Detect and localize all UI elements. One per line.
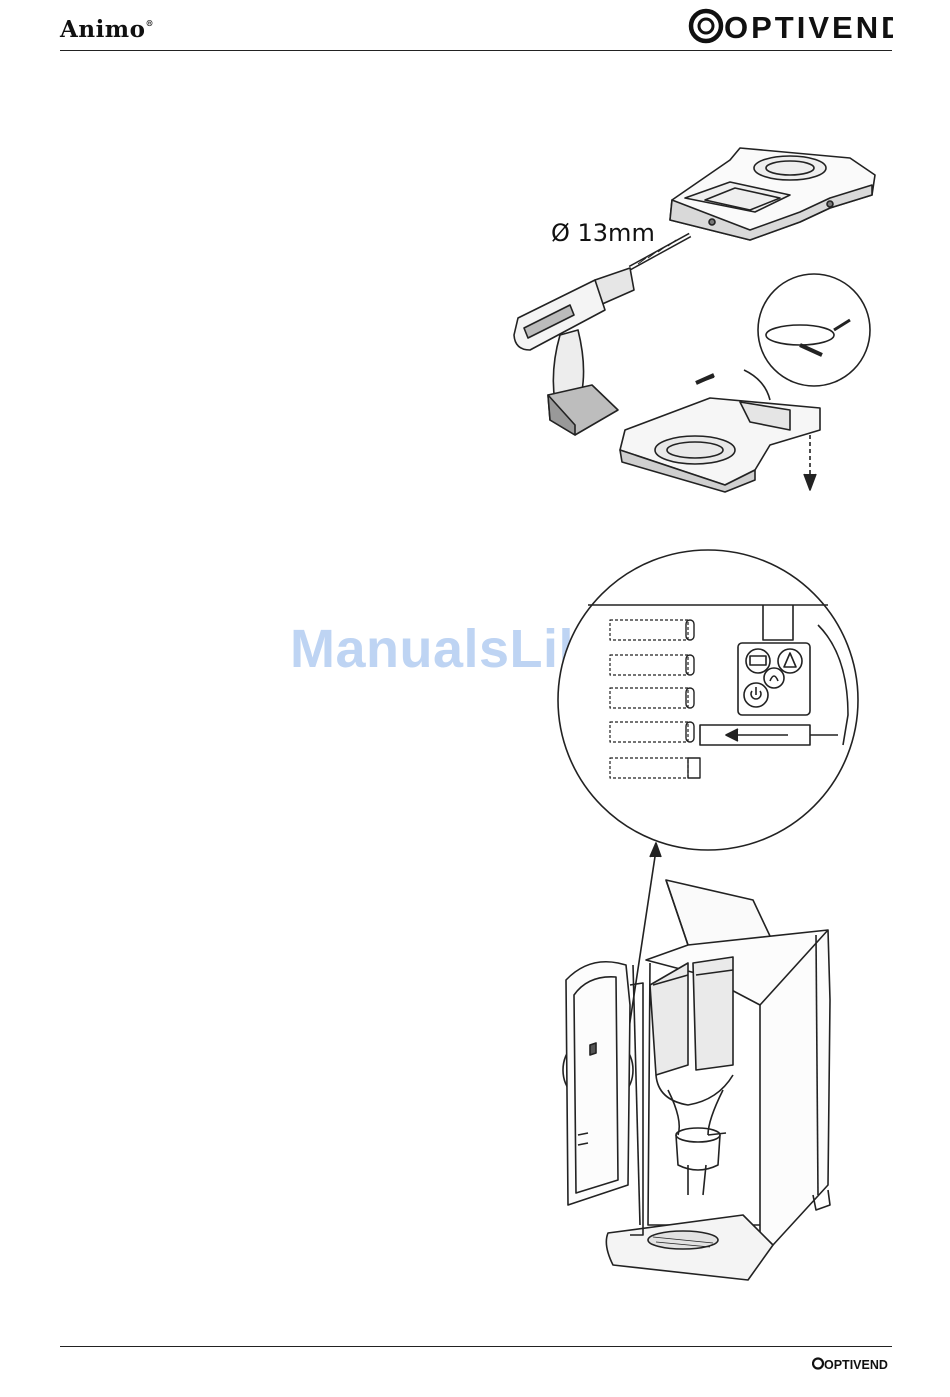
drill-icon (514, 268, 634, 435)
footer-rule (60, 1346, 892, 1347)
optivend-logo: OPTIVEND (688, 4, 893, 46)
control-panel-icon (738, 643, 810, 715)
animo-logo-text: Animo (60, 16, 145, 43)
cable-magnifier (758, 274, 870, 386)
drill-tray-illustration (500, 140, 890, 500)
animo-logo: Animo® (60, 16, 154, 43)
registered-mark: ® (145, 18, 154, 28)
footer-logo-text: OPTIVEND (824, 1358, 888, 1371)
machine-icon (566, 880, 830, 1280)
drill-diameter-label: Ø 13mm (551, 219, 655, 247)
header-rule (60, 50, 892, 51)
machine-illustration (548, 545, 868, 1315)
footer-optivend-logo: OPTIVEND (812, 1355, 890, 1371)
tray-icon (670, 148, 875, 240)
optivend-logo-text: OPTIVEND (724, 10, 893, 45)
detail-magnifier (558, 550, 858, 850)
